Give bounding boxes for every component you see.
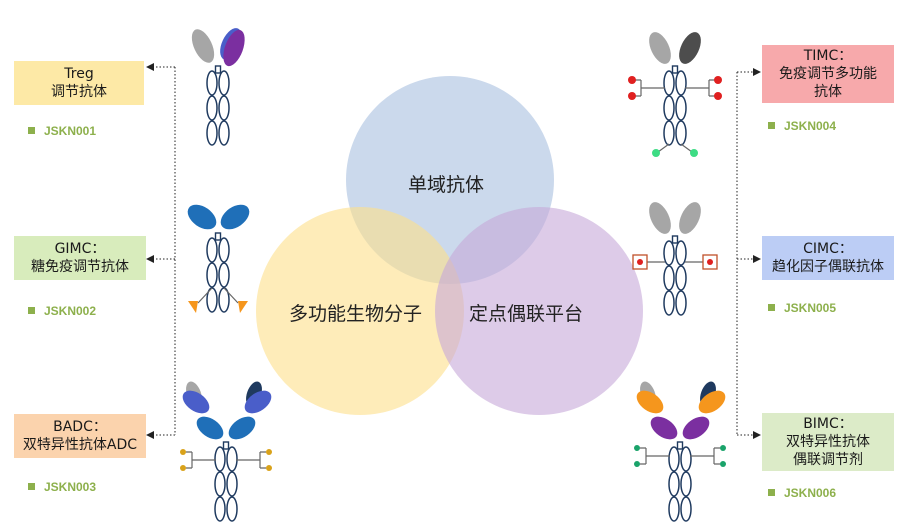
badc-title: BADC： <box>53 419 107 435</box>
timc-subtitle: 免疫调节多功能 <box>779 66 877 82</box>
antibody-bimc-icon <box>634 381 726 522</box>
left-connectors <box>146 63 176 439</box>
right-connectors <box>736 68 761 439</box>
badc-subtitle: 双特异性抗体ADC <box>22 437 138 453</box>
venn-label-left: 多功能生物分子 <box>289 303 423 325</box>
treg-box: Treg 调节抗体 <box>14 61 144 105</box>
timc-title: TIMC： <box>803 48 853 64</box>
bimc-subtitle: 双特异性抗体 <box>786 434 870 450</box>
bimc-box: BIMC： 双特异性抗体 偶联调节剂 <box>762 413 894 471</box>
cimc-code: JSKN005 <box>768 301 836 315</box>
antibody-treg-icon <box>191 28 245 146</box>
bimc-subtitle-2: 偶联调节剂 <box>793 452 863 468</box>
cimc-box: CIMC： 趋化因子偶联抗体 <box>762 236 894 280</box>
cimc-title: CIMC： <box>803 241 853 257</box>
gimc-title: GIMC： <box>54 241 106 257</box>
antibody-gimc-icon <box>187 204 250 313</box>
badc-box: BADC： 双特异性抗体ADC <box>14 414 146 458</box>
cimc-subtitle: 趋化因子偶联抗体 <box>772 259 884 275</box>
bimc-title: BIMC： <box>803 416 853 432</box>
timc-box: TIMC： 免疫调节多功能 抗体 <box>762 45 894 103</box>
antibody-badc-icon <box>180 381 272 522</box>
gimc-subtitle: 糖免疫调节抗体 <box>31 259 129 275</box>
venn-circle-right <box>435 207 643 415</box>
bimc-code: JSKN006 <box>768 486 836 500</box>
antibody-timc-icon <box>628 32 722 157</box>
timc-subtitle-2: 抗体 <box>814 84 842 100</box>
gimc-box: GIMC： 糖免疫调节抗体 <box>14 236 146 280</box>
treg-subtitle: 调节抗体 <box>51 84 107 100</box>
venn-circle-left <box>256 207 464 415</box>
gimc-code: JSKN002 <box>28 304 96 318</box>
venn-label-top: 单域抗体 <box>408 174 485 196</box>
treg-title: Treg <box>64 66 94 82</box>
treg-code: JSKN001 <box>28 124 96 138</box>
venn-label-right: 定点偶联平台 <box>469 303 584 325</box>
timc-code: JSKN004 <box>768 119 836 133</box>
badc-code: JSKN003 <box>28 480 96 494</box>
antibody-cimc-icon <box>632 202 718 316</box>
